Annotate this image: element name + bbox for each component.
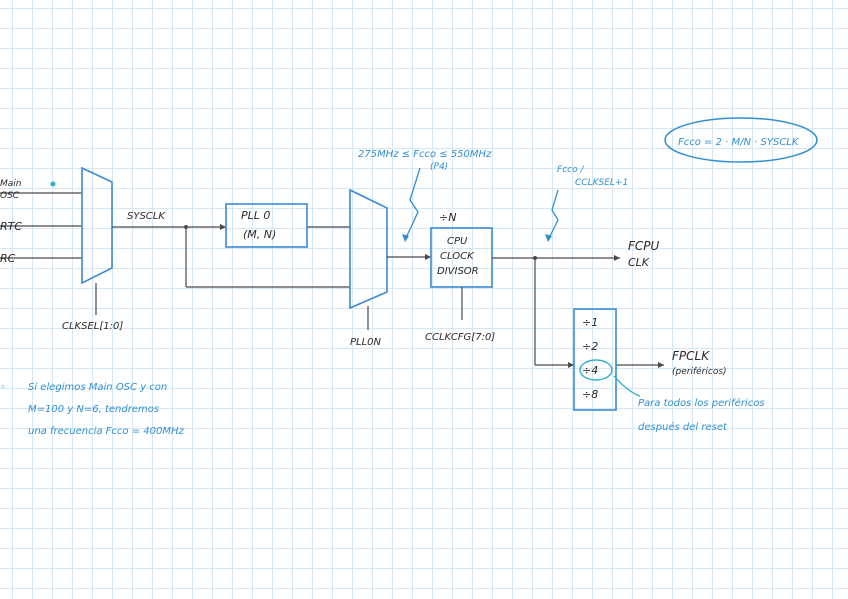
cpu-label: CPU xyxy=(447,236,468,247)
sysclk-arrowhead xyxy=(220,224,226,230)
pll-block xyxy=(225,203,308,248)
fcco-div-annotation: Fcco / xyxy=(557,165,584,175)
pll0n-mux xyxy=(349,188,388,310)
output-junction xyxy=(533,256,537,260)
cclkcfg-label: CCLKCFG[7:0] xyxy=(425,332,495,343)
divisor-arrowhead xyxy=(425,254,431,260)
formula-ellipse xyxy=(664,117,818,163)
fcco-div-arrow xyxy=(547,189,559,241)
selected-div-circle xyxy=(579,359,613,381)
fpclk-div-arrowhead xyxy=(568,362,574,368)
fcco-range-arrow xyxy=(404,167,421,241)
fcco-div-annotation-2: CCLKSEL+1 xyxy=(575,178,628,188)
fpclk-peripherals-label: (periféricos) xyxy=(672,366,727,377)
fcpu-label: FCPU xyxy=(628,239,660,253)
input-lines xyxy=(0,192,82,259)
fcpu-arrowhead xyxy=(614,255,620,261)
peripherals-annotation-2: después del reset xyxy=(638,421,728,433)
output-lines xyxy=(492,257,664,366)
note-line-3: una frecuencia Fcco = 400MHz xyxy=(28,426,185,437)
div-1-label: ÷1 xyxy=(582,316,598,329)
pll0n-label: PLL0N xyxy=(350,337,382,348)
fcco-div-arrowhead xyxy=(545,234,552,242)
fcpu-clk-label: CLK xyxy=(628,256,650,269)
fpclk-label: FPCLK xyxy=(672,349,710,363)
div-8-label: ÷8 xyxy=(582,388,598,401)
pll-params-label: (M, N) xyxy=(243,228,276,241)
input-main-label: Main xyxy=(0,179,22,189)
peripheral-divider-block xyxy=(573,308,617,411)
fcco-range-ref: (P4) xyxy=(430,162,448,172)
peripherals-pointer xyxy=(613,375,641,397)
clksel-mux xyxy=(81,166,113,285)
formula-annotation: Fcco = 2 · M/N · SYSCLK xyxy=(678,137,800,148)
dot-marker xyxy=(50,181,56,187)
input-rtc-label: RTC xyxy=(0,220,22,233)
clksel-label: CLKSEL[1:0] xyxy=(62,321,123,332)
cpu-clock-label: CLOCK xyxy=(440,251,475,262)
cpu-divisor-label: DIVISOR xyxy=(437,266,479,277)
fcco-range-arrowhead xyxy=(402,234,409,242)
div-n-label: ÷N xyxy=(439,211,456,224)
sysclk-label: SYSCLK xyxy=(127,211,166,222)
note-line-2: M=100 y N=6, tendremos xyxy=(28,404,159,415)
sysclk-junction xyxy=(184,225,188,229)
pll-label: PLL 0 xyxy=(241,209,270,222)
fpclk-arrowhead xyxy=(658,362,664,368)
sysclk-lines xyxy=(112,226,350,288)
div-4-label: ÷4 xyxy=(582,364,598,377)
input-rc-label: RC xyxy=(0,252,16,265)
note-bullet: ◦ xyxy=(0,382,6,393)
fcco-range-annotation: 275MHz ≤ Fcco ≤ 550MHz xyxy=(358,149,492,160)
peripherals-annotation-1: Para todos los periféricos xyxy=(638,397,765,409)
input-osc-label: OSC xyxy=(0,191,20,201)
note-line-1: Si elegimos Main OSC y con xyxy=(28,382,167,393)
div-2-label: ÷2 xyxy=(582,340,598,353)
